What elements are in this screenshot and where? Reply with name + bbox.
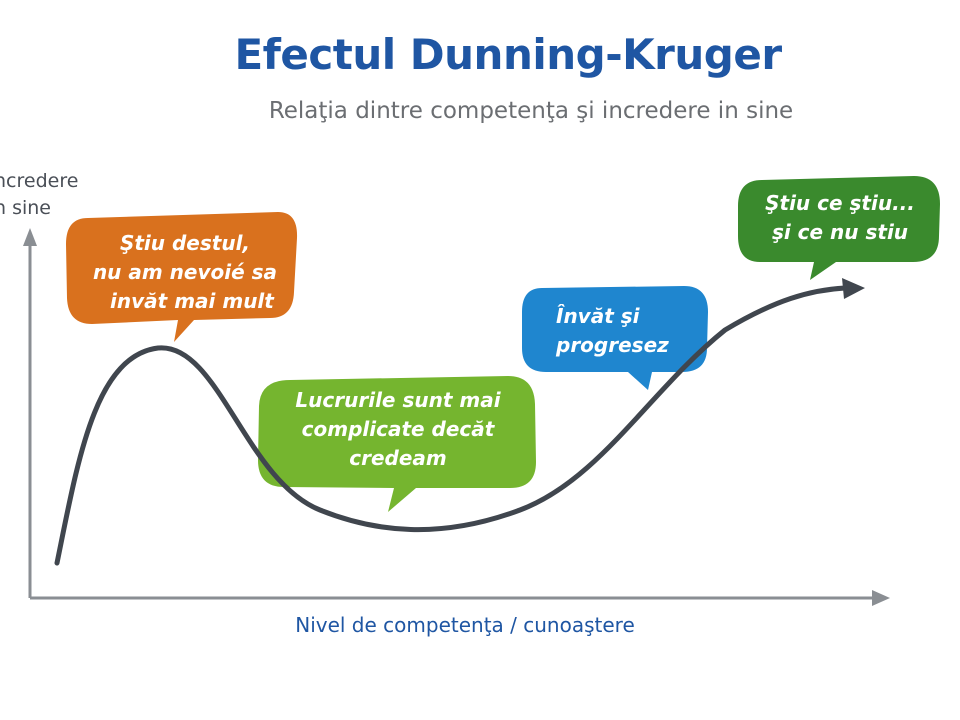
bubble-slope-text: Învăt şi progresez	[556, 304, 669, 357]
bubble-valley-text: Lucrurile sunt mai complicate decăt cred…	[295, 388, 501, 470]
bubble-plateau	[738, 176, 940, 280]
bubble-peak-text: Ştiu destul, nu am nevoié sa invăt mai m…	[92, 231, 278, 313]
bubble-valley	[258, 376, 536, 512]
diagram-title: Efectul Dunning-Kruger	[234, 30, 782, 79]
x-axis-label: Nivel de competenţa / cunoaştere	[295, 613, 635, 637]
diagram-subtitle: Relaţia dintre competenţa şi incredere i…	[268, 98, 794, 124]
y-axis-label: ncredere n sine	[0, 170, 79, 219]
bubble-plateau-text: Ştiu ce ştiu... şi ce nu stiu	[765, 191, 915, 244]
bubble-plateau-shape	[738, 176, 940, 280]
bubble-slope	[522, 286, 708, 390]
confidence-curve	[54, 285, 848, 566]
axes	[23, 228, 890, 606]
curve-arrowhead	[842, 278, 865, 299]
bubble-peak-shape	[66, 212, 298, 342]
bubble-slope-shape	[522, 286, 708, 390]
bubble-peak	[66, 212, 298, 342]
y-axis-arrowhead	[23, 228, 37, 246]
x-axis-arrowhead	[872, 590, 890, 606]
bubble-valley-shape	[258, 376, 536, 512]
